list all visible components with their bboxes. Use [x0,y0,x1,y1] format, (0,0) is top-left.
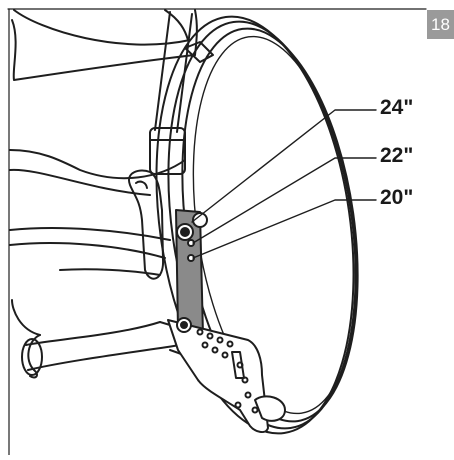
page-number-tab: 18 [427,10,454,39]
axle-plate [175,209,208,336]
seat-backrest [9,9,198,276]
callout-24-label: 24" [380,96,414,119]
leader-22 [192,157,377,244]
leader-20 [192,199,377,259]
callout-leaders [191,109,377,259]
rear-wheel [155,15,359,435]
callout-20-label: 20" [380,186,414,209]
callout-22-label: 22" [380,144,414,167]
leader-24 [191,109,377,223]
armrest-bracket [128,169,165,280]
footplate [167,317,286,434]
